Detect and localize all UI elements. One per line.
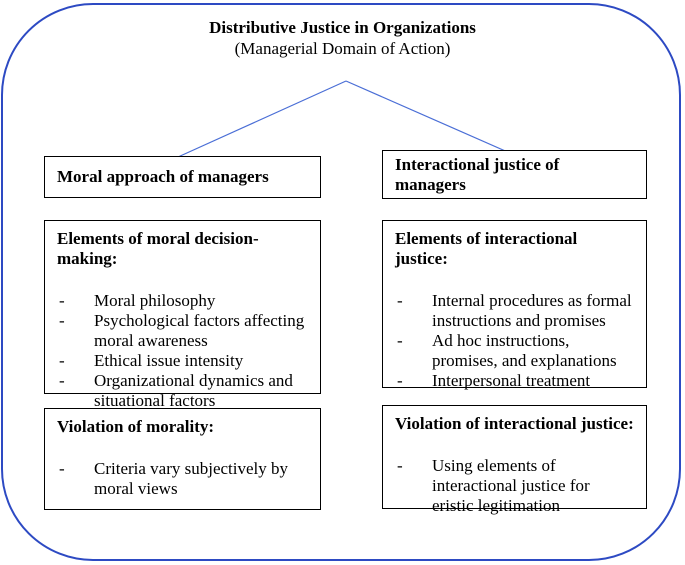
box-moral-violation: Violation of morality: -Criteria vary su…: [44, 408, 321, 510]
list-item: -Interpersonal treatment: [397, 371, 591, 390]
diagram-title: Distributive Justice in Organizations: [209, 18, 476, 37]
interactional-justice-header: Interactional justice of managers: [395, 154, 560, 194]
interactional-elements-heading: Elements of interactional justice:: [395, 229, 578, 268]
connector-left: [177, 80, 347, 158]
list-item: -Organizational dynamics and situational…: [59, 371, 293, 410]
list-item: -Psychological factors affecting moral a…: [59, 311, 305, 350]
interactional-elements-list: -Internal procedures as formal instructi…: [395, 291, 634, 391]
box-interactional-violation: Violation of interactional justice: -Usi…: [382, 405, 647, 515]
moral-approach-header: Moral approach of managers: [57, 167, 269, 186]
interactional-violation-heading: Violation of interactional justice:: [395, 414, 634, 433]
list-item: -Moral philosophy: [59, 291, 216, 310]
list-item: -Ethical issue intensity: [59, 351, 244, 370]
box-interactional-elements: Elements of interactional justice: -Inte…: [382, 220, 647, 391]
interactional-violation-list: -Using elements of interactional justice…: [395, 456, 634, 516]
moral-elements-list: -Moral philosophy -Psychological factors…: [57, 291, 308, 411]
list-item: -Ad hoc instructions, promises, and expl…: [397, 331, 617, 370]
moral-elements-heading: Elements of moral decision-making:: [57, 229, 259, 268]
moral-violation-heading: Violation of morality:: [57, 417, 215, 436]
box-interactional-justice: Interactional justice of managers: [382, 150, 647, 199]
title-block: Distributive Justice in Organizations (M…: [0, 17, 685, 59]
box-moral-approach: Moral approach of managers: [44, 156, 321, 198]
moral-violation-list: -Criteria vary subjectively by moral vie…: [57, 459, 308, 499]
box-moral-elements: Elements of moral decision-making: -Mora…: [44, 220, 321, 410]
list-item: -Internal procedures as formal instructi…: [397, 291, 632, 330]
list-item: -Using elements of interactional justice…: [397, 456, 590, 515]
connector-right: [345, 80, 520, 158]
list-item: -Criteria vary subjectively by moral vie…: [59, 459, 289, 498]
diagram-subtitle: (Managerial Domain of Action): [234, 39, 451, 58]
outer-frame: [1, 3, 681, 561]
